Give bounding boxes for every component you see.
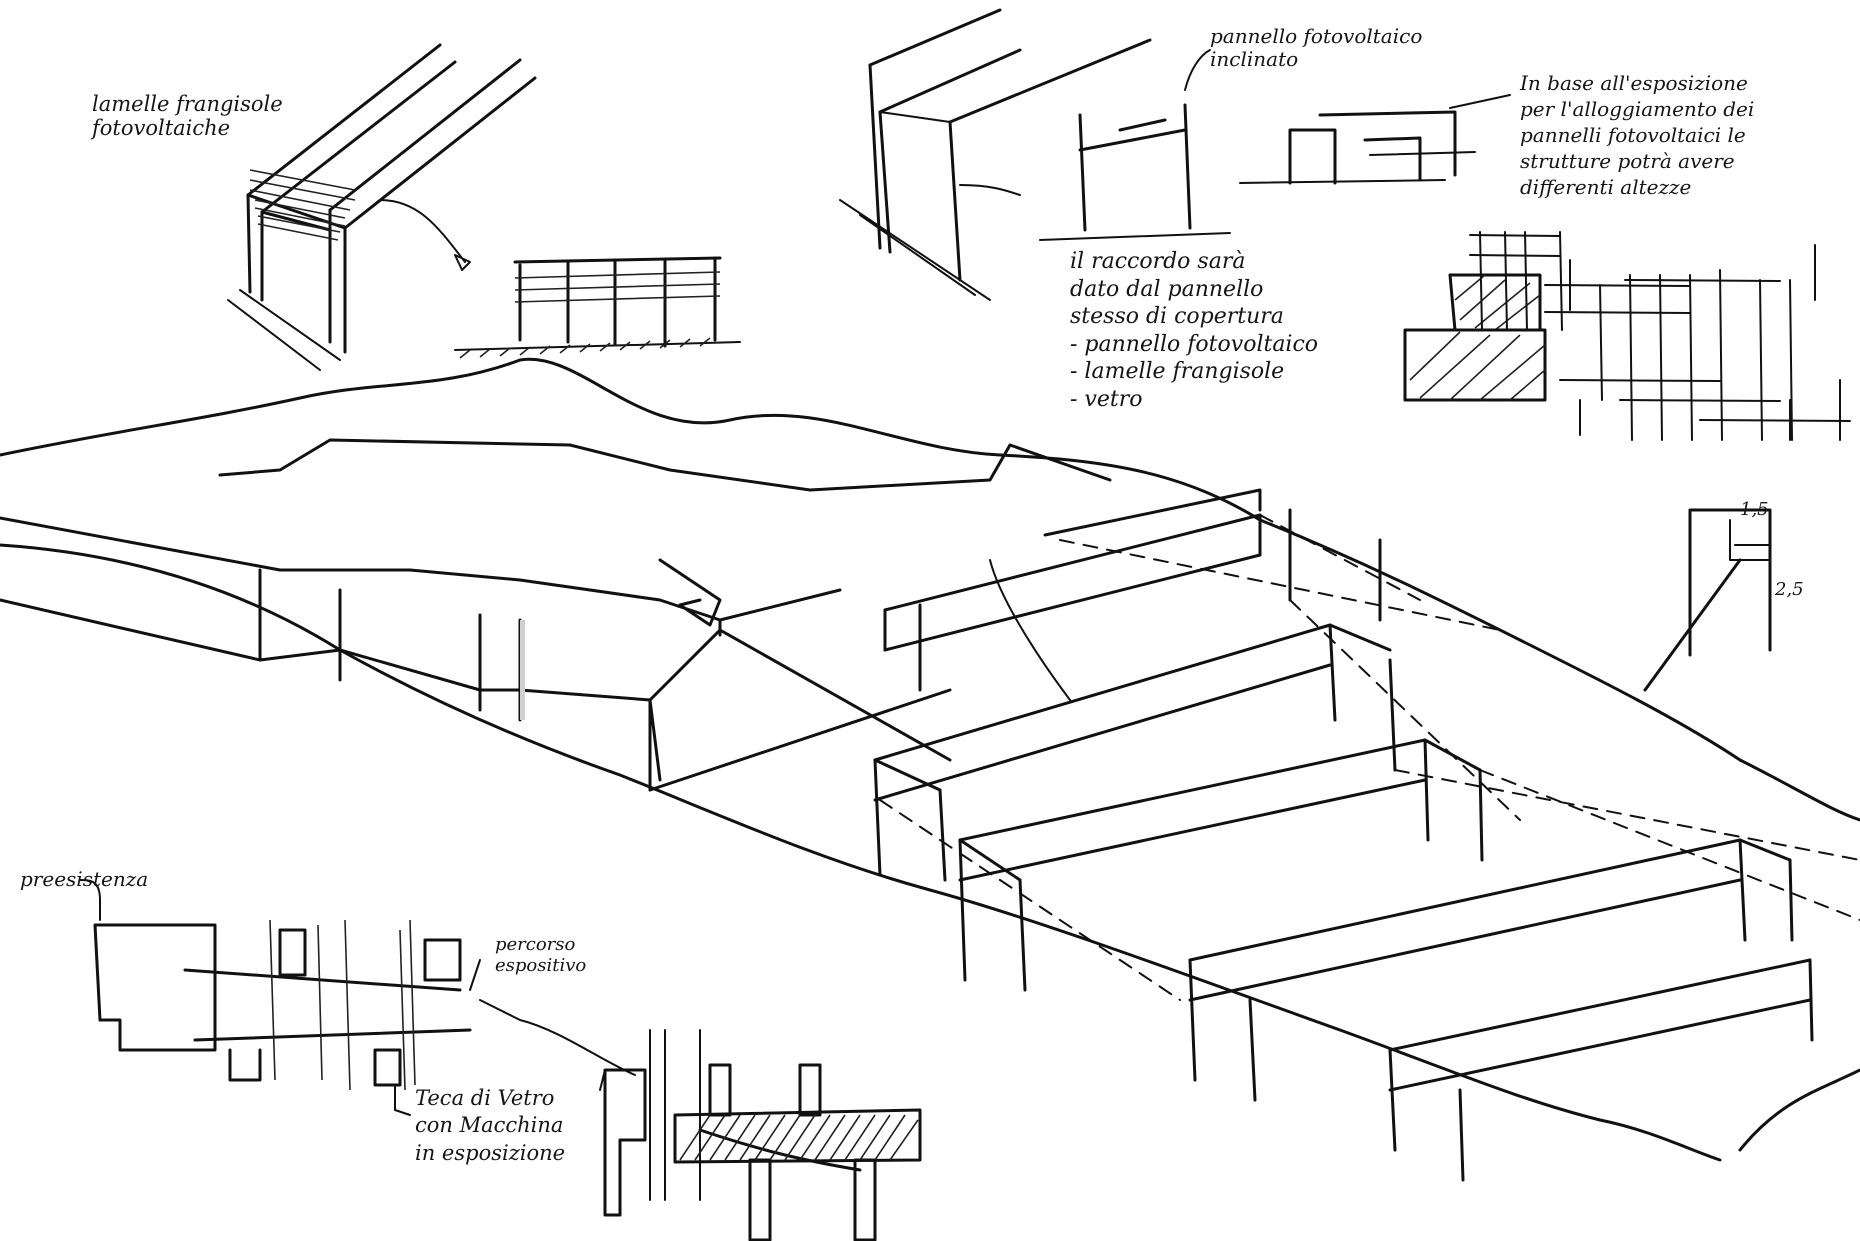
note-line: espositivo <box>495 954 587 976</box>
exhibition-plan <box>599 1029 922 1241</box>
dimension-width-label: 1,5 <box>1740 499 1769 520</box>
note-line: strutture potrà avere <box>1520 149 1735 173</box>
note-line: per l'alloggiamento dei <box>1520 97 1755 121</box>
note-line: In base all'esposizione <box>1520 71 1748 95</box>
note-line: il raccordo sarà <box>1070 249 1246 274</box>
note-raccordo: il raccordo sarà dato dal pannello stess… <box>1070 248 1318 413</box>
note-teche: Teca di Vetro con Macchina in esposizion… <box>415 1085 565 1167</box>
pergola-frames <box>873 488 1860 1182</box>
note-line: pannello fotovoltaico <box>1210 24 1423 48</box>
note-esposizione: In base all'esposizione per l'alloggiame… <box>1520 70 1754 200</box>
note-line: - vetro <box>1070 386 1143 412</box>
dimension-height-label: 2,5 <box>1775 579 1804 600</box>
note-line: fotovoltaiche <box>92 116 231 141</box>
louver-elevation-sketch <box>454 256 741 359</box>
terrain-outline <box>0 357 1860 1172</box>
note-line: percorso <box>495 934 576 955</box>
note-line: lamelle frangisole <box>92 92 283 116</box>
portal-frame-sketch <box>227 43 537 371</box>
note-line: differenti altezze <box>1520 175 1692 199</box>
note-line: inclinato <box>1210 47 1299 71</box>
note-line: Teca di Vetro <box>415 1086 555 1110</box>
note-line: con Macchina <box>415 1113 564 1138</box>
dimension-detail <box>1643 508 1772 692</box>
stepped-volume <box>0 438 1112 792</box>
grid-plan-sketch <box>1403 231 1851 441</box>
note-line: in esposizione <box>415 1140 566 1165</box>
note-line: pannelli fotovoltaici le <box>1520 123 1746 147</box>
inclined-panel-sketch <box>839 8 1231 301</box>
note-line: stesso di copertura <box>1070 304 1284 329</box>
note-preesistenza: preesistenza <box>20 867 149 891</box>
note-line: - lamelle frangisole <box>1070 359 1285 384</box>
note-lamelle-fotovoltaiche: lamelle frangisole fotovoltaiche <box>92 92 283 140</box>
section-sketch <box>1239 94 1511 185</box>
note-line: - pannello fotovoltaico <box>1070 331 1319 357</box>
note-pannello-inclinato: pannello fotovoltaico inclinato <box>1210 25 1422 71</box>
preesistenza-plan <box>79 879 636 1116</box>
note-percorso-espositivo: percorso espositivo <box>495 934 587 976</box>
note-line: dato dal pannello <box>1070 276 1264 302</box>
